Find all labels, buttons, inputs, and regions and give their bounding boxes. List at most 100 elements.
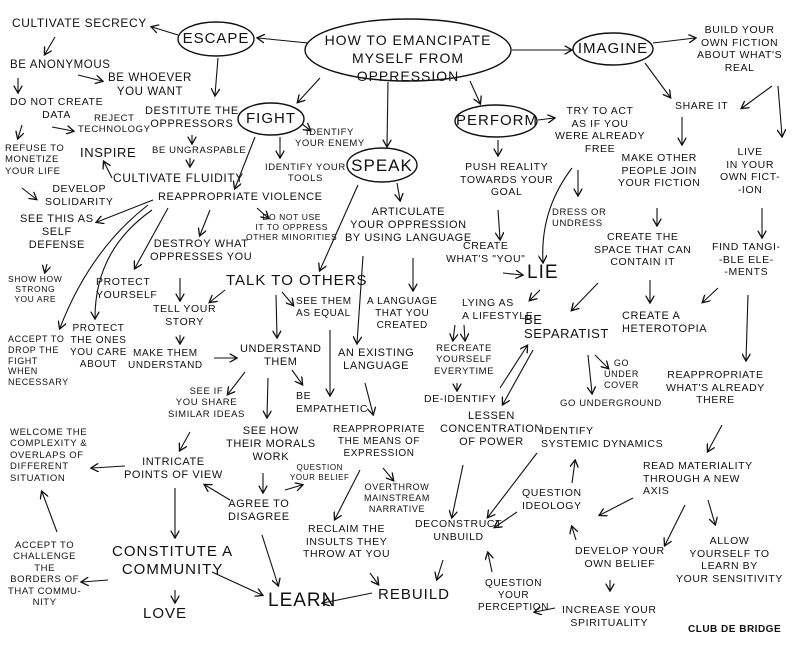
node: SEE HOW THEIR MORALS WORK: [226, 425, 316, 464]
arrow: [18, 124, 22, 138]
node: DECONSTRUCT UNBUILD: [415, 518, 503, 543]
branch-speak: SPEAK: [351, 156, 413, 175]
arrow: [453, 324, 455, 340]
node: CREATE THE SPACE THAT CAN CONTAIN IT: [594, 231, 692, 269]
arrow: [357, 255, 364, 343]
branch-fight: FIGHT: [246, 110, 296, 127]
arrow: [21, 187, 36, 199]
arrow: [364, 382, 373, 414]
node: DRESS OR UNDRESS: [552, 207, 607, 230]
arrow: [652, 38, 695, 44]
arrow: [503, 349, 534, 404]
arrow: [92, 466, 126, 468]
arrow: [51, 127, 73, 131]
arrow: [135, 207, 169, 268]
arrow: [45, 263, 47, 272]
node: MAKE THEM UNDERSTAND: [128, 348, 203, 371]
node: BE WHOEVER YOU WANT: [108, 72, 192, 98]
arrow: [572, 282, 599, 310]
arrow: [261, 534, 278, 585]
node: CREATE A HETEROTOPIA: [622, 310, 708, 336]
arrow: [464, 324, 465, 340]
arrow: [488, 452, 538, 517]
node: GO UNDERGROUND: [560, 398, 662, 409]
node: IDENTIFY SYSTEMIC DYNAMICS: [541, 425, 664, 450]
arrow: [437, 559, 444, 579]
arrow: [258, 38, 309, 44]
arrow: [323, 592, 373, 603]
node: CULTIVATE SECRECY: [12, 16, 147, 30]
speak-bubble: [346, 147, 418, 183]
arrow: [588, 354, 592, 393]
arrow: [211, 571, 262, 595]
arrow: [369, 572, 378, 584]
node: DEVELOP YOUR OWN BELIEF: [575, 545, 665, 570]
branch-escape: ESCAPE: [182, 30, 250, 47]
node: RECREATE YOURSELF EVERYTIME: [434, 343, 495, 377]
node: DESTITUTE THE OPPRESSORS: [145, 105, 239, 131]
arrow: [495, 511, 518, 527]
arrow: [42, 492, 58, 533]
arrow: [200, 209, 211, 235]
arrow: [778, 85, 782, 136]
arrow: [320, 184, 359, 270]
arrow: [543, 167, 573, 262]
arrow: [746, 294, 748, 360]
arrow: [180, 431, 191, 450]
node: REFUSE TO MONETIZE YOUR LIFE: [5, 143, 65, 177]
node: INSPIRE: [80, 145, 137, 160]
arrow: [95, 209, 153, 318]
branch-perform: PERFORM: [456, 112, 538, 129]
node: REAPPROPRIATE VIOLENCE: [158, 191, 323, 203]
node: QUESTION IDEOLOGY: [522, 487, 582, 512]
node: BE ANONYMOUS: [10, 59, 111, 71]
node: BE EMPATHETIC: [296, 390, 369, 415]
node: TRY TO ACT AS IF YOU WERE ALREADY FREE: [555, 105, 646, 155]
arrow: [152, 27, 179, 36]
node: BUILD YOUR OWN FICTION ABOUT WHAT'S REAL: [697, 24, 783, 74]
node: REBUILD: [378, 586, 451, 603]
arrow: [530, 289, 541, 300]
node: DO NOT USE IT TO OPPRESS OTHER MINORITIE…: [246, 212, 338, 243]
arrow: [281, 291, 293, 305]
arrow: [488, 553, 492, 573]
arrow: [45, 36, 56, 54]
node: SHARE IT: [675, 100, 729, 112]
escape-bubble: [177, 21, 255, 57]
node: OVERTHROW MAINSTREAM NARRATIVE: [364, 482, 431, 514]
node: INCREASE YOUR SPIRITUALITY: [562, 604, 657, 629]
node: CREATE WHAT'S "YOU": [446, 240, 526, 265]
node: BE UNGRASPABLE: [152, 145, 247, 156]
arrow: [215, 57, 218, 95]
node: ACCEPT TO CHALLENGE THE BORDERS OF THAT …: [8, 540, 82, 608]
node: DEVELOP SOLIDARITY: [45, 183, 114, 208]
node: SEE THEM AS EQUAL: [296, 296, 352, 319]
arrow: [387, 81, 388, 146]
arrow: [572, 527, 576, 541]
node: AGREE TO DISAGREE: [228, 498, 290, 524]
arrow: [499, 346, 527, 389]
arrow: [469, 80, 480, 103]
arrow: [535, 608, 556, 612]
arrow: [228, 371, 246, 394]
fight-bubble: [237, 102, 305, 136]
node: PUSH REALITY TOWARDS YOUR GOAL: [460, 161, 554, 199]
arrow: [707, 499, 715, 524]
arrow: [703, 287, 719, 302]
title-bubble: [304, 18, 512, 82]
arrow: [742, 85, 773, 108]
node: LYING AS A LIFESTYLE: [462, 297, 534, 322]
node: QUESTION YOUR PERCEPTION: [478, 578, 550, 613]
arrow: [205, 485, 231, 501]
arrow: [235, 136, 256, 188]
arrow: [210, 289, 226, 302]
arrow: [572, 461, 575, 484]
arrow: [335, 469, 361, 519]
node: QUESTION YOUR BELIEF: [290, 463, 350, 482]
node: IDENTIFY YOUR TOOLS: [265, 162, 346, 185]
author-credit: CLUB DE BRIDGE: [688, 624, 782, 635]
node: CULTIVATE FLUIDITY: [113, 171, 244, 185]
node: PROTECT THE ONES YOU CARE ABOUT: [70, 323, 128, 370]
arrow: [104, 162, 113, 179]
